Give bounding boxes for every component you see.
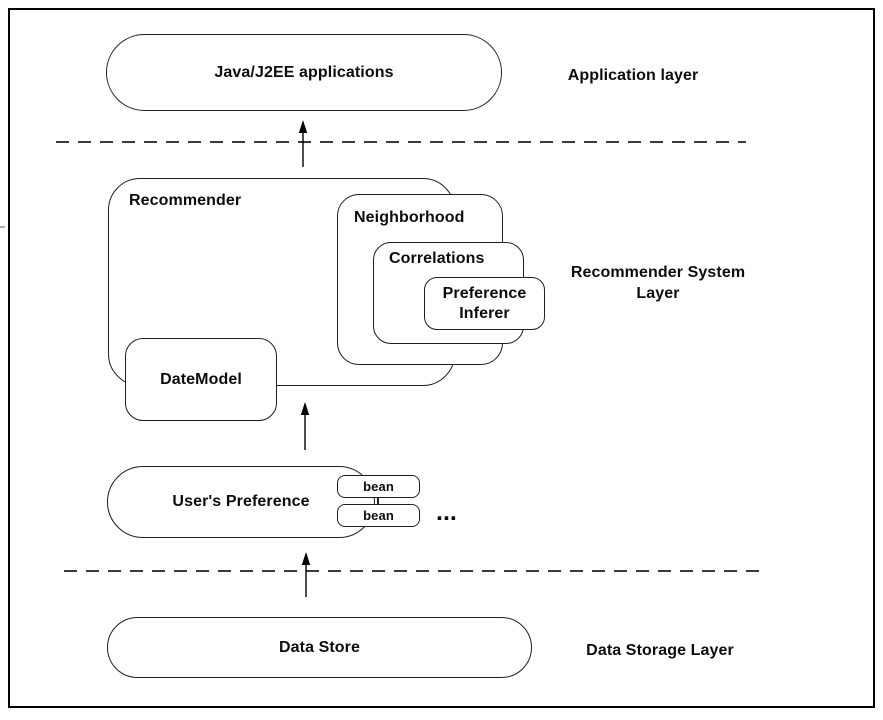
- java-applications-label: Java/J2EE applications: [214, 63, 394, 81]
- datemodel-box: DateModel: [125, 338, 277, 421]
- preference-inferer-box: Preference Inferer: [424, 277, 545, 330]
- arrow-datastore-to-preference: [301, 552, 311, 597]
- application-layer-caption: Application layer: [567, 67, 699, 84]
- more-beans-ellipsis: ...: [436, 498, 457, 526]
- data-store-label: Data Store: [278, 638, 361, 656]
- correlations-label: Correlations: [389, 250, 485, 267]
- bean-box: bean: [337, 504, 420, 527]
- users-preference-box: User's Preference: [107, 466, 375, 538]
- dashed-separator-storage-layer: [64, 570, 760, 572]
- recommender-system-layer-caption: Recommender System Layer: [570, 264, 746, 302]
- datemodel-label: DateModel: [160, 370, 242, 388]
- bean-connector-line: [377, 497, 379, 505]
- arrow-preference-to-recommender: [300, 402, 310, 450]
- data-storage-layer-caption: Data Storage Layer: [586, 642, 734, 659]
- recommender-label: Recommender: [129, 192, 242, 209]
- arrow-recommender-to-applications: [298, 120, 308, 167]
- users-preference-label: User's Preference: [172, 493, 310, 510]
- bean-label: bean: [363, 479, 394, 494]
- bean-box: bean: [337, 475, 420, 498]
- data-store-box: Data Store: [107, 617, 532, 678]
- bean-label: bean: [363, 508, 394, 523]
- java-applications-box: Java/J2EE applications: [106, 34, 502, 111]
- preference-inferer-label: Preference Inferer: [442, 284, 527, 322]
- dashed-separator-application-layer: [56, 141, 746, 143]
- diagram-border: [8, 8, 875, 708]
- neighborhood-label: Neighborhood: [354, 209, 465, 226]
- left-edge-mark: [0, 226, 5, 228]
